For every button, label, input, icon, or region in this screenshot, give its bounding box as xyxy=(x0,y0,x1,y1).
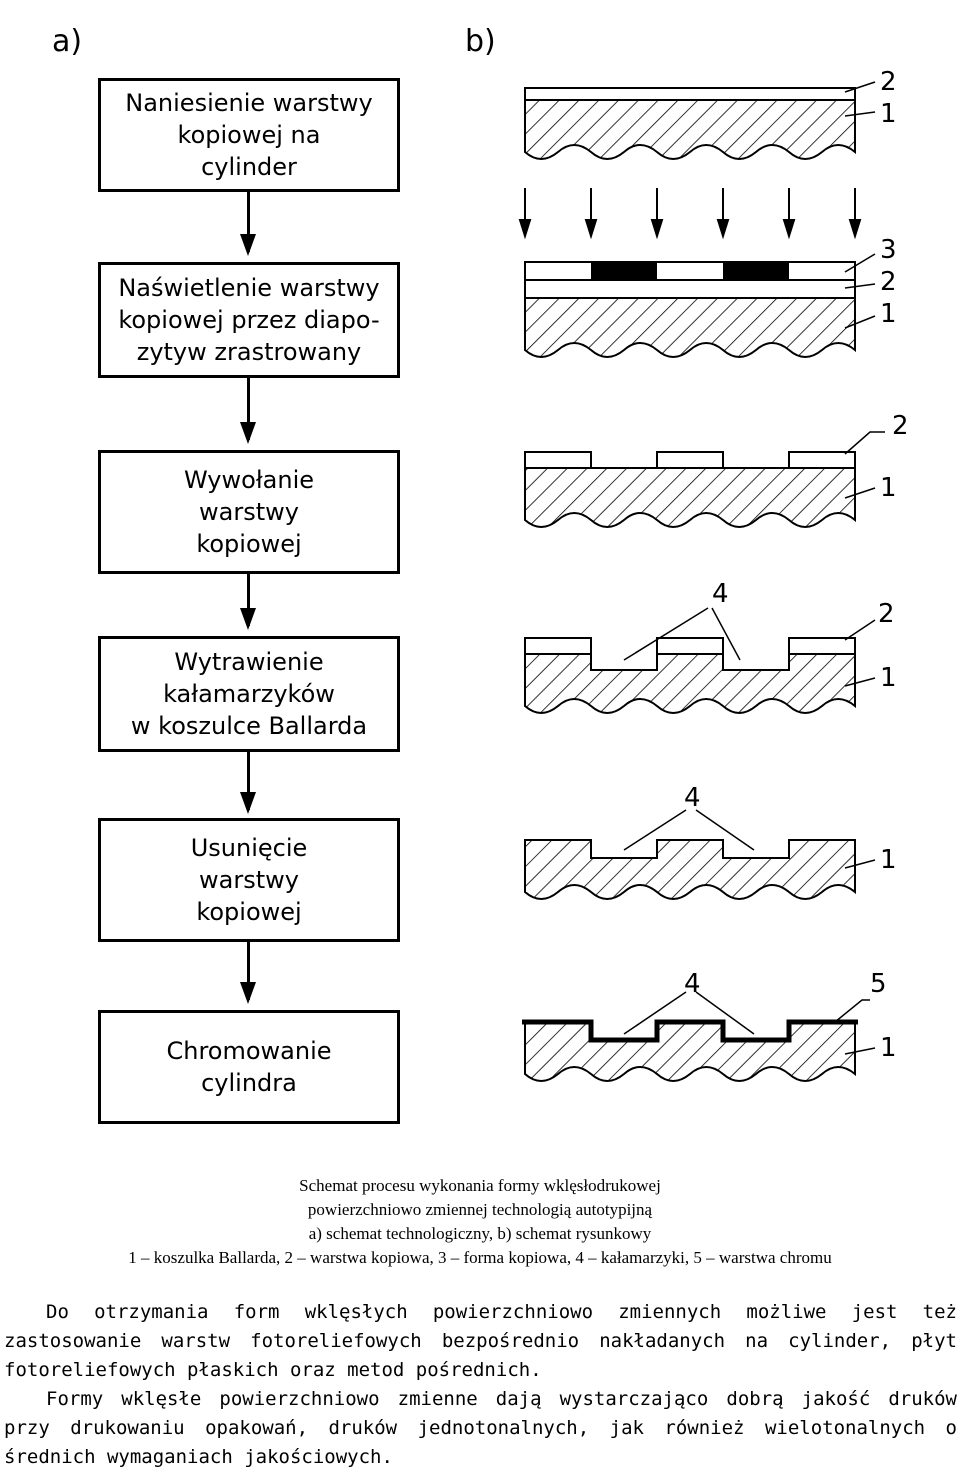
stage-3-developed: 2 1 xyxy=(524,411,909,528)
label-3: 3 xyxy=(880,235,897,265)
flow-arrow xyxy=(240,752,256,814)
flow-arrow xyxy=(240,574,256,630)
label-4: 4 xyxy=(712,579,729,609)
stage-2-exposure: 3 2 1 xyxy=(524,235,897,358)
stage-1-coated-cylinder: 2 1 xyxy=(524,67,897,160)
flow-arrow xyxy=(240,378,256,444)
flow-step-coating: Naniesienie warstwy kopiowej na cylinder xyxy=(98,78,400,192)
flow-step-development: Wywołanie warstwy kopiowej xyxy=(98,450,400,574)
label-2: 2 xyxy=(880,67,897,97)
label-1: 1 xyxy=(880,473,897,503)
body-text: Do otrzymania form wklęsłych powierzchni… xyxy=(4,1298,957,1472)
paragraph: Do otrzymania form wklęsłych powierzchni… xyxy=(4,1301,957,1381)
label-1: 1 xyxy=(880,845,897,875)
stage-5-copy-layer-removed: 4 1 xyxy=(524,783,897,900)
flow-step-removal: Usunięcie warstwy kopiowej xyxy=(98,818,400,942)
label-1: 1 xyxy=(880,299,897,329)
stage-4-etched: 4 2 1 xyxy=(524,579,897,714)
panel-b-label: b) xyxy=(465,24,496,59)
stage-6-chromed: 4 5 1 xyxy=(522,969,897,1082)
label-2: 2 xyxy=(878,599,895,629)
panel-a-label: a) xyxy=(52,24,83,59)
label-4: 4 xyxy=(684,783,701,813)
flow-step-exposure: Naświetlenie warstwy kopiowej przez diap… xyxy=(98,262,400,378)
flow-arrow xyxy=(240,942,256,1004)
flow-arrow xyxy=(240,192,256,256)
flow-step-etching: Wytrawienie kałamarzyków w koszulce Ball… xyxy=(98,636,400,752)
label-2: 2 xyxy=(892,411,909,441)
cross-section-diagram: 2 1 3 2 1 2 1 xyxy=(518,67,909,1082)
label-2: 2 xyxy=(880,267,897,297)
label-1: 1 xyxy=(880,1033,897,1063)
figure-caption-legend: 1 – koszulka Ballarda, 2 – warstwa kopio… xyxy=(128,1248,832,1267)
label-1: 1 xyxy=(880,663,897,693)
figure-caption-line-3: a) schemat technologiczny, b) schemat ry… xyxy=(308,1224,652,1243)
figure-caption-line-2: powierzchniowo zmiennej technologią auto… xyxy=(307,1200,653,1219)
label-1: 1 xyxy=(880,99,897,129)
figure-caption-line-1: Schemat procesu wykonania formy wklęsłod… xyxy=(299,1176,661,1195)
paragraph: Formy wklęsłe powierzchniowo zmienne daj… xyxy=(4,1388,957,1468)
flow-step-chroming: Chromowanie cylindra xyxy=(98,1010,400,1124)
label-4: 4 xyxy=(684,969,701,999)
label-5: 5 xyxy=(870,969,887,999)
exposure-arrows xyxy=(518,188,862,240)
